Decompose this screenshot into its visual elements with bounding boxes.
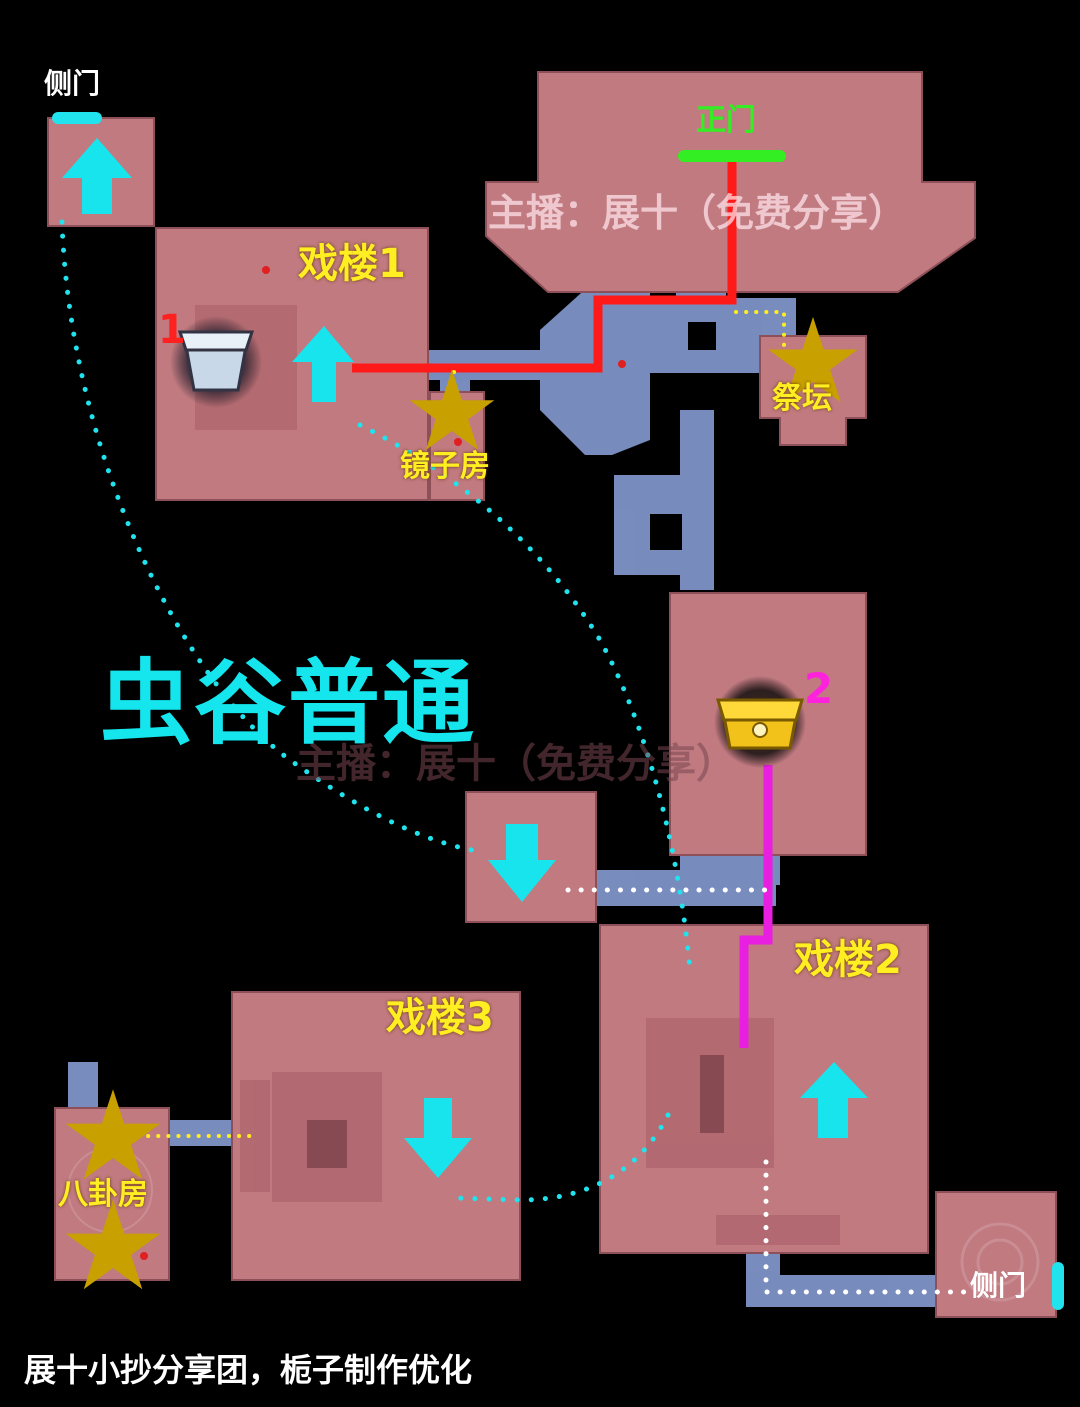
- route-red: [352, 160, 737, 373]
- label-bagua-room: 八卦房: [58, 1177, 148, 1212]
- route-magenta: [739, 765, 773, 1048]
- corridor-lower-neck: [680, 855, 780, 885]
- down-arrow-icon: [404, 1098, 472, 1178]
- route-cyan-middle: [357, 422, 693, 973]
- star-icon: [768, 316, 858, 403]
- room-altar: [759, 335, 867, 446]
- star-icon: [65, 1199, 161, 1290]
- up-arrow-icon: [800, 1062, 868, 1138]
- marker-2: 2: [804, 664, 834, 713]
- streamer-watermark: 主播：展十（免费分享）: [488, 191, 907, 235]
- up-arrow-icon: [292, 326, 354, 402]
- label-side-door-bottom: 侧门: [970, 1269, 1027, 1302]
- label-stage1: 戏楼1: [298, 241, 406, 287]
- label-altar: 祭坛: [772, 381, 832, 416]
- route-cyan-bottom: [452, 1112, 671, 1203]
- label-stage2: 戏楼2: [794, 937, 902, 983]
- corridor-bottom-horizontal: [746, 1275, 936, 1307]
- map-title: 虫谷普通: [100, 650, 477, 757]
- route-white-lower: [763, 1159, 967, 1295]
- label-side-door-top: 侧门: [44, 67, 101, 100]
- label-stage3: 戏楼3: [386, 995, 494, 1041]
- star-icon: [409, 369, 495, 451]
- corridor-bagua: [168, 1120, 234, 1146]
- label-main-gate: 正门: [696, 103, 756, 138]
- label-mirror-room: 镜子房: [400, 449, 490, 484]
- streamer-watermark-faint: 主播：展十（免费分享）: [296, 741, 736, 787]
- marker-1: 1: [158, 307, 186, 353]
- chest-icon: [714, 676, 806, 768]
- corridor-bagua-top: [68, 1062, 98, 1112]
- down-arrow-icon: [488, 824, 556, 902]
- footer-credit: 展十小抄分享团，栀子制作优化: [24, 1351, 473, 1389]
- chest-icon: [170, 316, 262, 408]
- up-arrow-icon: [62, 138, 132, 214]
- star-icon: [65, 1089, 161, 1180]
